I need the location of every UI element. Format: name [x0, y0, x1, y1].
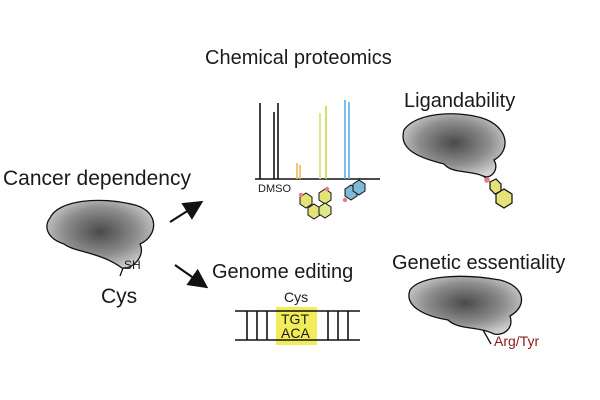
- arrow-icon: [174, 264, 209, 289]
- dmso-label: DMSO: [258, 183, 291, 195]
- ligand-icon: [342, 179, 366, 203]
- thiol-label: SH: [124, 258, 141, 272]
- genetic-essentiality-label: Genetic essentiality: [392, 252, 566, 274]
- codon-cys-label: Cys: [284, 289, 309, 305]
- codon-top: TGT: [281, 311, 309, 327]
- thiol-bond: [119, 267, 124, 277]
- dna-duplex-icon: [235, 307, 360, 345]
- protein-blob-icon: [46, 199, 155, 269]
- protein-blob-icon: [408, 275, 523, 335]
- genome-editing-label: Genome editing: [212, 261, 354, 283]
- ligand-icon: [318, 186, 332, 219]
- mutant-residue-label: Arg/Tyr: [494, 333, 540, 349]
- arrow-icon: [169, 200, 204, 223]
- ligandability-label: Ligandability: [404, 90, 516, 112]
- mutant-stub: [482, 329, 492, 345]
- chemical-proteomics-label: Chemical proteomics: [205, 47, 392, 69]
- proteomics-spectrum: [255, 100, 380, 180]
- codon-bottom: ACA: [281, 325, 310, 341]
- ligand-icon: [298, 192, 321, 220]
- cancer-dependency-label: Cancer dependency: [3, 167, 191, 190]
- ligand-icon: [484, 177, 513, 209]
- cys-label: Cys: [101, 285, 138, 308]
- protein-blob-icon: [402, 113, 506, 178]
